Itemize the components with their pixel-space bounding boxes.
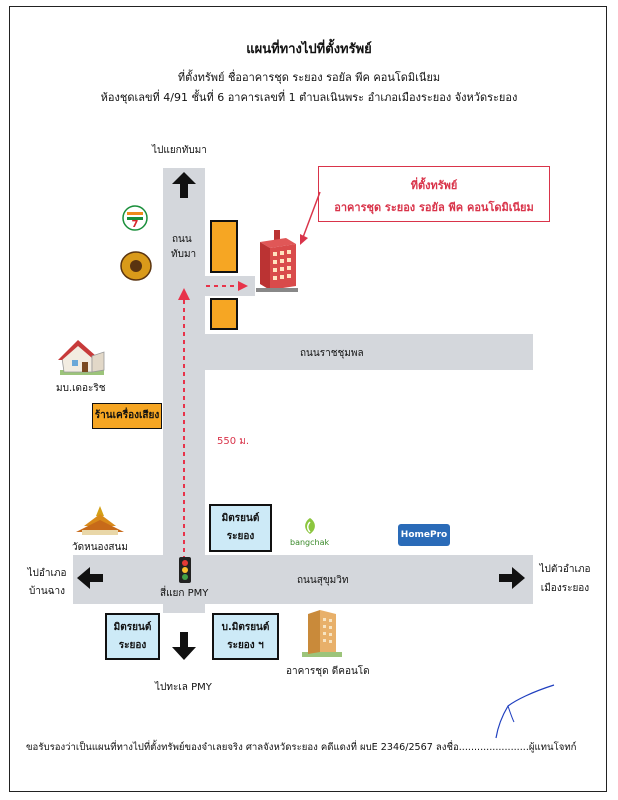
to-tubma-label: ไปแยกทับมา: [152, 145, 207, 156]
page-frame: [9, 6, 607, 792]
tubma-road-label-1: ถนน: [172, 234, 192, 245]
bangchak-label: bangchak: [290, 538, 330, 547]
property-line-1: ที่ตั้งทรัพย์ ชื่ออาคารชุด ระยอง รอยัล พ…: [177, 71, 441, 84]
dee-condo-label: อาคารชุด ดีคอนโด: [286, 666, 370, 677]
seven-eleven-logo: 7: [122, 205, 148, 231]
to-pmy-sea-label: ไปทะเล PMY: [155, 682, 212, 693]
property-line-2: ห้องชุดเลขที่ 4/91 ชั้นที่ 6 อาคารเลขที่…: [100, 91, 518, 104]
mitsu-yont-box-3: บ.มิตรยนต์ ระยอง ฯ: [212, 613, 279, 660]
homepro-logo: HomePro: [398, 524, 450, 546]
to-banchang-label-1: ไปอำเภอ: [27, 568, 67, 579]
to-banchang-label-2: บ้านฉาง: [28, 586, 66, 597]
temple-icon: [76, 506, 124, 535]
certification-footer: ขอรับรองว่าเป็นแผนที่ทางไปที่ตั้งทรัพย์ข…: [26, 742, 577, 753]
arrow-left-icon: [77, 567, 103, 589]
dee-condo-icon: [302, 610, 342, 657]
mitsu-yont-box-1: มิตรยนต์ ระยอง: [209, 504, 272, 552]
traffic-light-icon: [179, 557, 191, 583]
callout-name: อาคารชุด ระยอง รอยัล พีค คอนโดมิเนียม: [334, 201, 534, 214]
mitsu-yont-3-line2: ระยอง ฯ: [227, 640, 264, 651]
village-label: มบ.เดอะริช: [56, 383, 106, 394]
building-block-north: [210, 220, 238, 273]
ratchaphol-road: [163, 334, 533, 370]
route-line: [178, 281, 248, 560]
audio-shop-box: ร้านเครื่องเสียง: [92, 403, 162, 429]
property-callout: ที่ตั้งทรัพย์ อาคารชุด ระยอง รอยัล พีค ค…: [318, 166, 550, 222]
distance-label: 550 ม.: [217, 436, 250, 447]
arrow-up-icon: [172, 172, 196, 198]
bangchak-logo: [305, 518, 315, 534]
signature: [495, 684, 555, 739]
svg-text:7: 7: [132, 219, 139, 230]
house-icon: [58, 340, 105, 375]
to-city-label-1: ไปตัวอำเภอ: [539, 564, 591, 575]
mitsu-yont-box-2: มิตรยนต์ ระยอง: [105, 613, 160, 660]
mitsu-yont-1-line1: มิตรยนต์: [221, 513, 260, 524]
building-block-south: [210, 298, 238, 330]
mitsu-yont-3-line1: บ.มิตรยนต์: [221, 622, 270, 633]
sukhumvit-road: [73, 555, 533, 604]
map-title: แผนที่ทางไปที่ตั้งทรัพย์: [246, 42, 372, 57]
to-city-label-2: เมืองระยอง: [540, 583, 590, 594]
pmy-intersection-label: สี่แยก PMY: [160, 588, 209, 599]
temple-label: วัดหนองสนม: [72, 542, 128, 553]
callout-pointer: [300, 191, 321, 245]
arrow-down-icon: [172, 632, 196, 660]
mitsu-yont-2-line2: ระยอง: [118, 640, 147, 651]
tubma-road-label-2: ทับมา: [171, 249, 197, 260]
homepro-label: HomePro: [400, 530, 448, 540]
mitsu-yont-1-line2: ระยอง: [226, 531, 255, 542]
callout-title: ที่ตั้งทรัพย์: [410, 179, 458, 192]
mitsu-yont-2-line1: มิตรยนต์: [113, 622, 152, 633]
ratchaphol-road-label: ถนนราชชุมพล: [300, 348, 364, 359]
arrow-right-icon: [499, 567, 525, 589]
sukhumvit-road-label: ถนนสุขุมวิท: [297, 575, 349, 586]
cafe-logo: [120, 251, 152, 281]
condo-building-icon: [256, 230, 298, 292]
